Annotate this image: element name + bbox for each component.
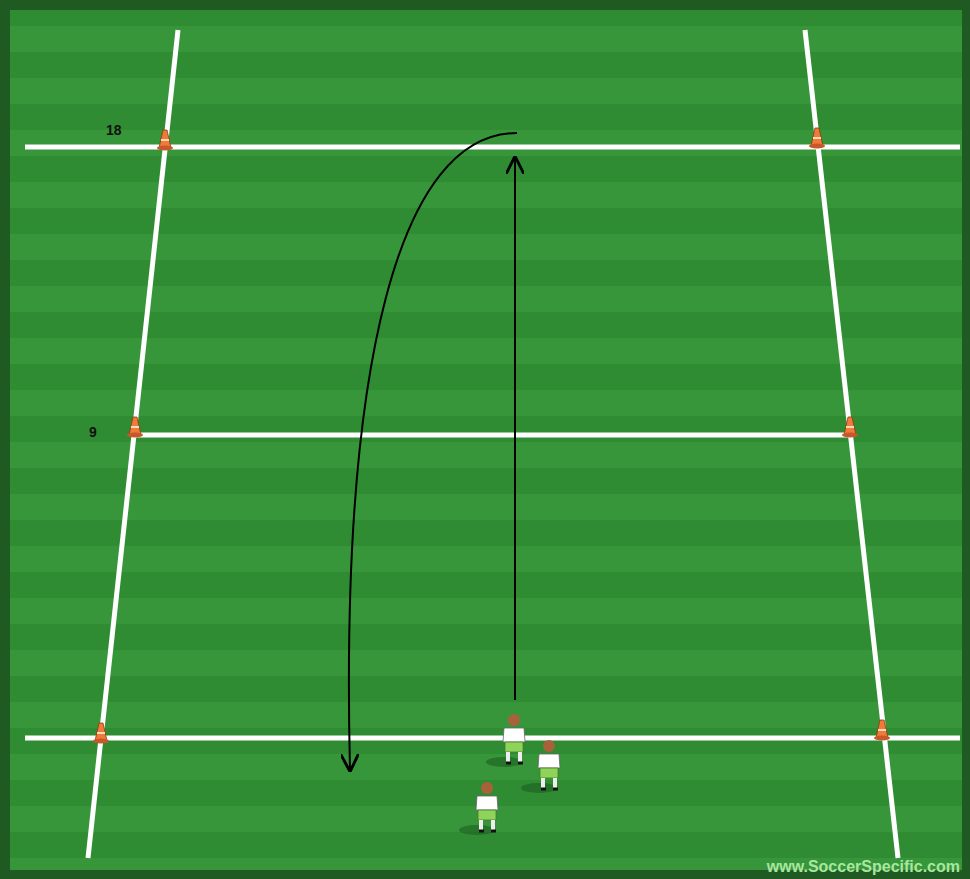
yard-marker: 18 (106, 123, 122, 137)
watermark: www.SoccerSpecific.com (767, 859, 960, 875)
yard-marker: 9 (89, 425, 97, 439)
